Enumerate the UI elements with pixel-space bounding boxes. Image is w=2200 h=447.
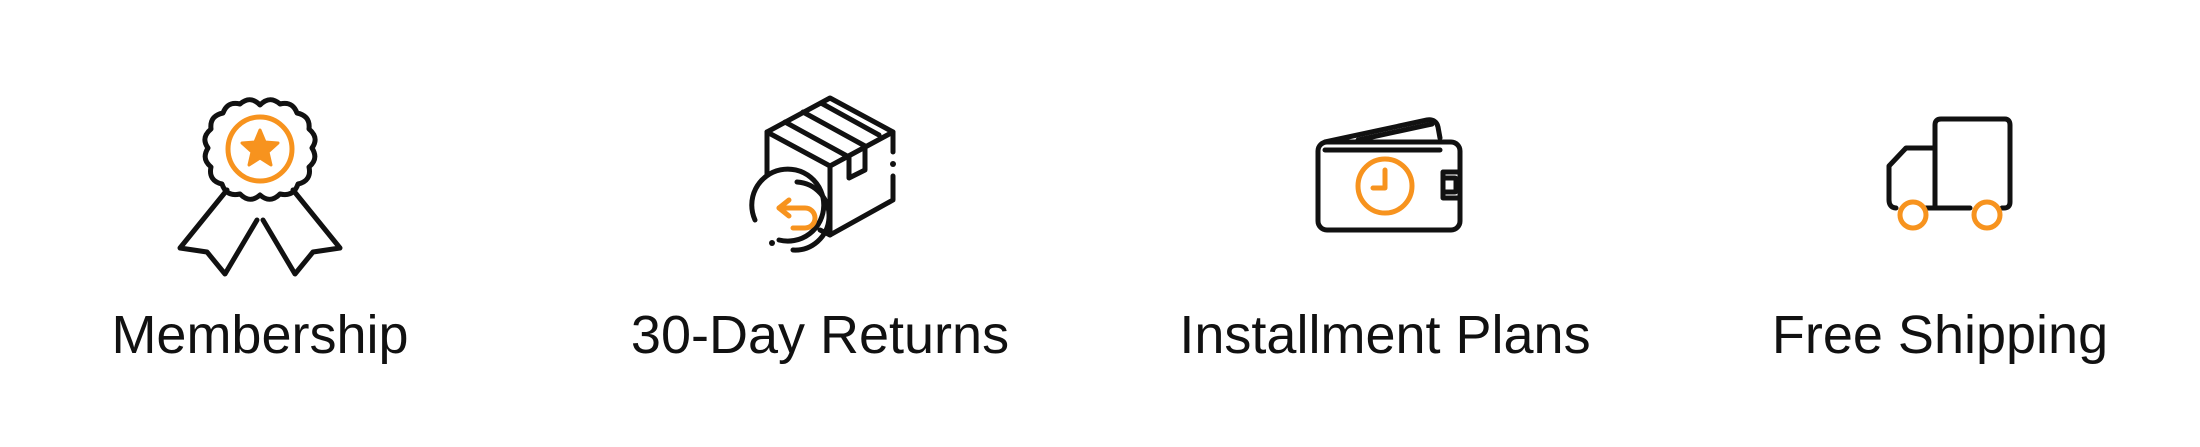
award-ribbon-icon bbox=[177, 90, 343, 277]
feature-returns[interactable]: 30-Day Returns bbox=[540, 0, 1100, 447]
feature-label-shipping: Free Shipping bbox=[1771, 305, 2109, 365]
package-return-icon bbox=[745, 90, 896, 270]
feature-membership[interactable]: Membership bbox=[0, 0, 540, 447]
feature-label-membership: Membership bbox=[111, 305, 409, 365]
wallet-clock-icon bbox=[1310, 90, 1463, 270]
feature-installment[interactable]: Installment Plans bbox=[1105, 0, 1665, 447]
delivery-truck-icon bbox=[1865, 90, 2015, 270]
feature-label-installment: Installment Plans bbox=[1179, 305, 1591, 365]
feature-shipping[interactable]: Free Shipping bbox=[1660, 0, 2200, 447]
feature-label-returns: 30-Day Returns bbox=[630, 305, 1010, 365]
